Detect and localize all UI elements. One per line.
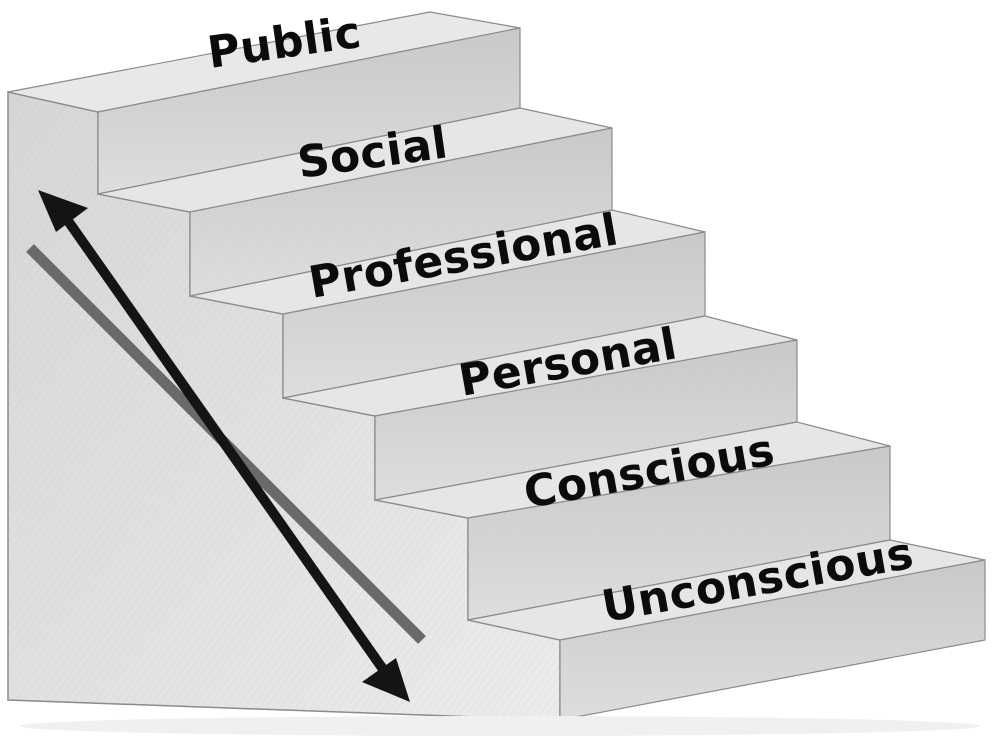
step-unconscious bbox=[467, 539, 986, 721]
step-public bbox=[7, 11, 521, 195]
ground-shadow bbox=[20, 716, 980, 736]
step-professional bbox=[189, 209, 706, 399]
double-arrow-icon bbox=[38, 190, 410, 702]
step-social bbox=[97, 107, 613, 297]
step-conscious bbox=[374, 421, 891, 621]
step-personal bbox=[282, 315, 798, 501]
